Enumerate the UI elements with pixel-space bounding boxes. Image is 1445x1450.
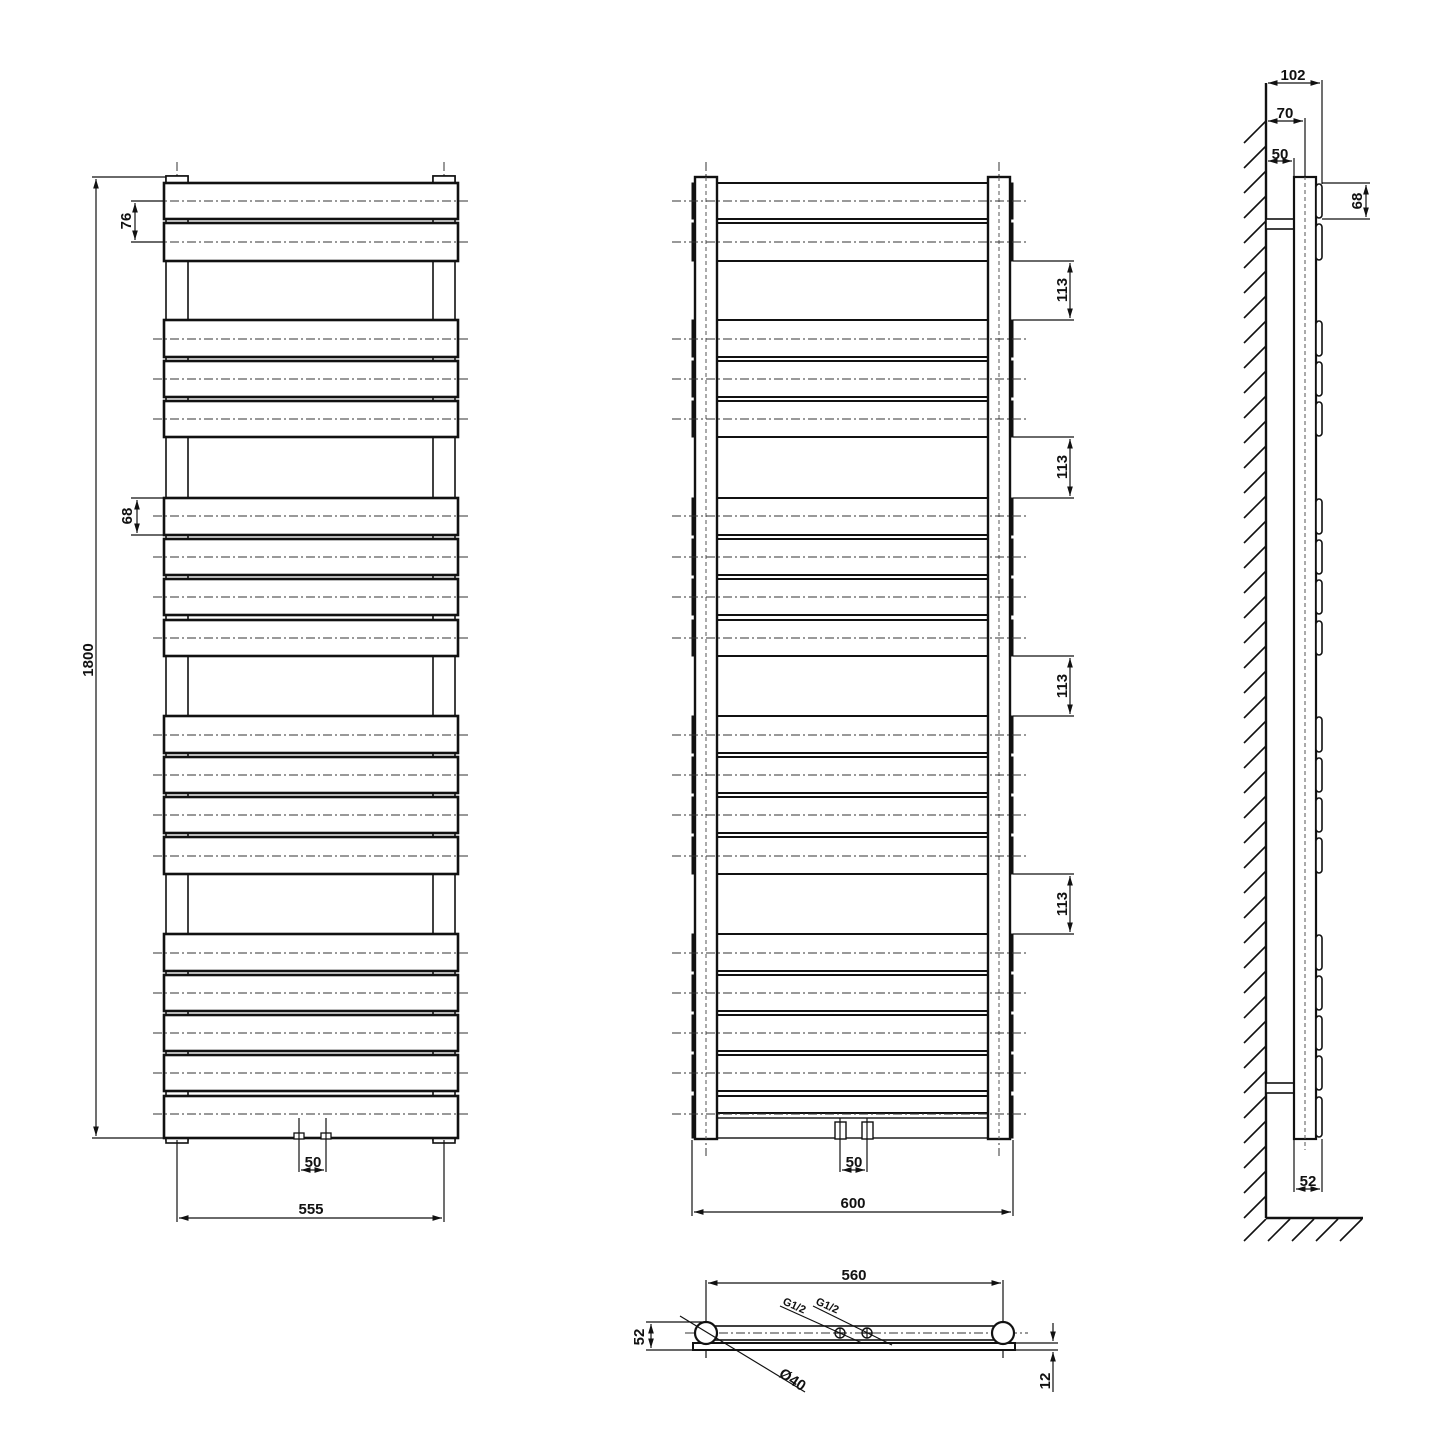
- dim-width-555: 555: [298, 1201, 323, 1218]
- dim-pipe-spacing-50-left: 50: [305, 1154, 322, 1171]
- dim-gap-113-1: 113: [1054, 278, 1071, 302]
- bars-left: [162, 181, 460, 1140]
- dim-gap-113-4: 113: [1054, 892, 1071, 916]
- wall-hatching: [1243, 120, 1363, 1242]
- bottom-view: 560 G1/2 G1/2 Ø40 52 12: [631, 1267, 1058, 1395]
- dim-gap-113-2: 113: [1054, 455, 1071, 479]
- gap-dims: 113 113 113 113: [1013, 260, 1074, 935]
- dim-axis-depth-70: 70: [1277, 105, 1294, 122]
- dim-axis-560: 560: [841, 1267, 866, 1284]
- dim-depth-52-bottom: 52: [631, 1329, 648, 1346]
- dim-height-1800: 1800: [80, 643, 97, 676]
- bars-middle: [715, 182, 990, 1139]
- front-view-left: 1800 76 68 50 555: [80, 162, 468, 1222]
- dim-thickness-12: 12: [1037, 1373, 1054, 1390]
- dim-bar-pitch-76: 76: [118, 213, 135, 230]
- bar-profiles-side: [1315, 183, 1323, 1138]
- thread-label-1: G1/2: [781, 1296, 808, 1317]
- dim-bar-height-68-side: 68: [1349, 193, 1366, 210]
- dim-width-600: 600: [840, 1195, 865, 1212]
- dim-wall-distance-50: 50: [1272, 146, 1289, 163]
- dim-gap-113-3: 113: [1054, 674, 1071, 698]
- dim-pipe-spacing-50-middle: 50: [846, 1154, 863, 1171]
- front-view-middle: 113 113 113 113 50 600: [672, 162, 1074, 1216]
- dim-diameter-40: Ø40: [776, 1365, 809, 1395]
- dim-depth-102: 102: [1280, 67, 1305, 84]
- dim-bar-height-68: 68: [119, 508, 136, 525]
- side-view-right: 102 70 50 68 52: [1243, 67, 1370, 1242]
- dim-collector-depth-52: 52: [1300, 1173, 1317, 1190]
